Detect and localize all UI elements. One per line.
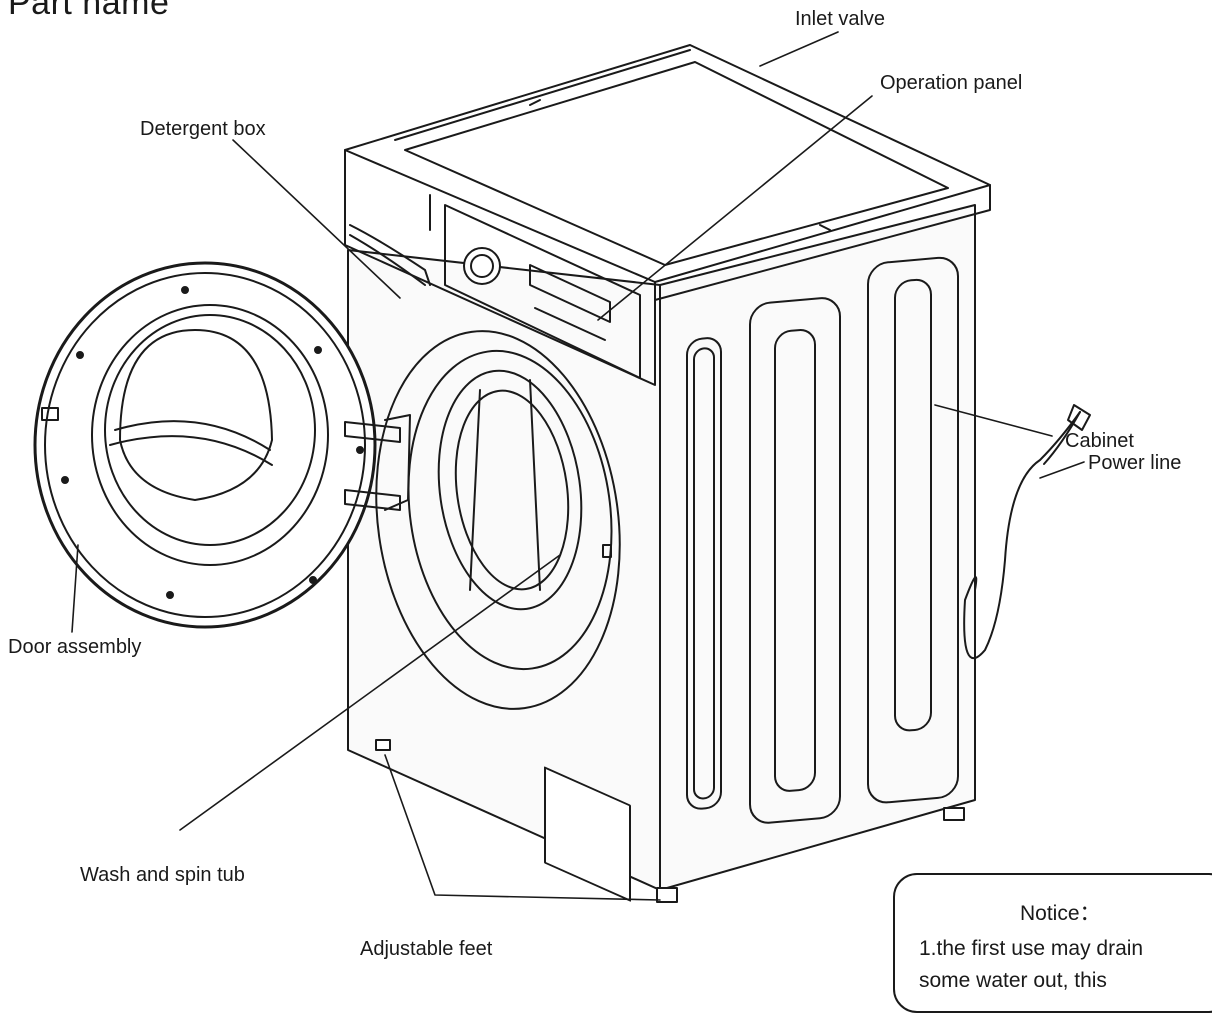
power-cord — [963, 404, 1091, 660]
side-panels — [686, 256, 959, 824]
label-detergent-box: Detergent box — [140, 118, 266, 140]
label-adjustable-feet: Adjustable feet — [360, 938, 493, 960]
notice-box: Notice： 1.the first use may drain some w… — [893, 873, 1212, 1013]
drum-opening — [375, 330, 621, 710]
notice-title: Notice： — [1020, 902, 1101, 925]
label-door-assembly: Door assembly — [8, 636, 142, 658]
adjustable-feet-parts — [375, 739, 965, 903]
label-operation-panel: Operation panel — [880, 72, 1023, 94]
label-inlet-valve: Inlet valve — [795, 8, 886, 30]
door-assembly — [33, 261, 411, 629]
knob-icon — [463, 247, 501, 285]
leader-lines — [71, 31, 1085, 901]
drain-cover — [544, 766, 631, 902]
cabinet-body — [344, 44, 991, 891]
washing-machine-drawing — [33, 31, 1091, 903]
label-wash-spin-tub: Wash and spin tub — [80, 864, 245, 886]
page-title: Part name — [8, 0, 170, 22]
notice-line-1: 1.the first use may drain — [919, 937, 1144, 960]
label-cabinet: Cabinet — [1065, 430, 1134, 452]
label-power-line: Power line — [1088, 452, 1182, 474]
